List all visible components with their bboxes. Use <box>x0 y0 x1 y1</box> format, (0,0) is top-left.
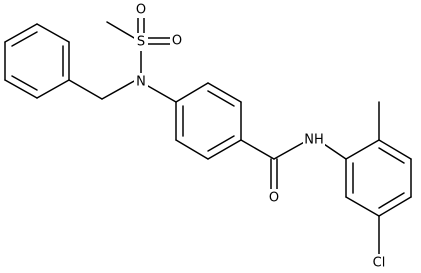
atom-label-o-sulfonyl-right: O <box>172 34 182 49</box>
atom-label-n-sulfonamide: N <box>136 75 146 90</box>
chloromethylphenyl-ring <box>345 139 412 217</box>
atom-label-s: S <box>137 35 145 50</box>
atom-label-background <box>267 189 281 207</box>
double-bond-inner <box>11 31 38 47</box>
bond <box>4 23 38 43</box>
bond <box>175 82 209 103</box>
benzyl-ch2-bond <box>68 79 103 100</box>
atom-label-background <box>170 32 184 50</box>
bond <box>345 139 380 160</box>
atom-label-background <box>303 131 325 149</box>
atom-label-background <box>368 254 390 272</box>
bond <box>378 196 412 217</box>
ch2-n-bond <box>101 79 137 100</box>
double-bond-inner <box>207 135 235 152</box>
atom-label-cl: Cl <box>373 256 386 271</box>
carbonyl-n-bond <box>273 139 309 160</box>
bond <box>36 79 70 99</box>
atom-label-background <box>134 73 148 91</box>
atom-label-nh-amide: NH <box>304 133 324 148</box>
double-bond-inner <box>378 147 405 164</box>
atom-label-o-sulfonyl-top: O <box>136 3 146 18</box>
double-bond-inner <box>11 75 38 91</box>
bond <box>175 139 209 160</box>
central-benzene-ring <box>175 82 242 160</box>
bond <box>36 23 70 43</box>
bond <box>378 139 412 160</box>
atom-label-background <box>134 33 148 51</box>
double-bond-inner <box>378 192 405 209</box>
bond <box>4 79 38 99</box>
bond <box>345 196 380 217</box>
bond <box>207 82 242 103</box>
benzyl-phenyl-ring <box>4 23 70 99</box>
atom-label-background <box>134 1 148 18</box>
ring-carbonyl-bond <box>240 139 275 160</box>
atom-label-o-carbonyl: O <box>269 191 279 206</box>
bond <box>207 139 242 160</box>
double-bond-inner <box>207 90 235 107</box>
